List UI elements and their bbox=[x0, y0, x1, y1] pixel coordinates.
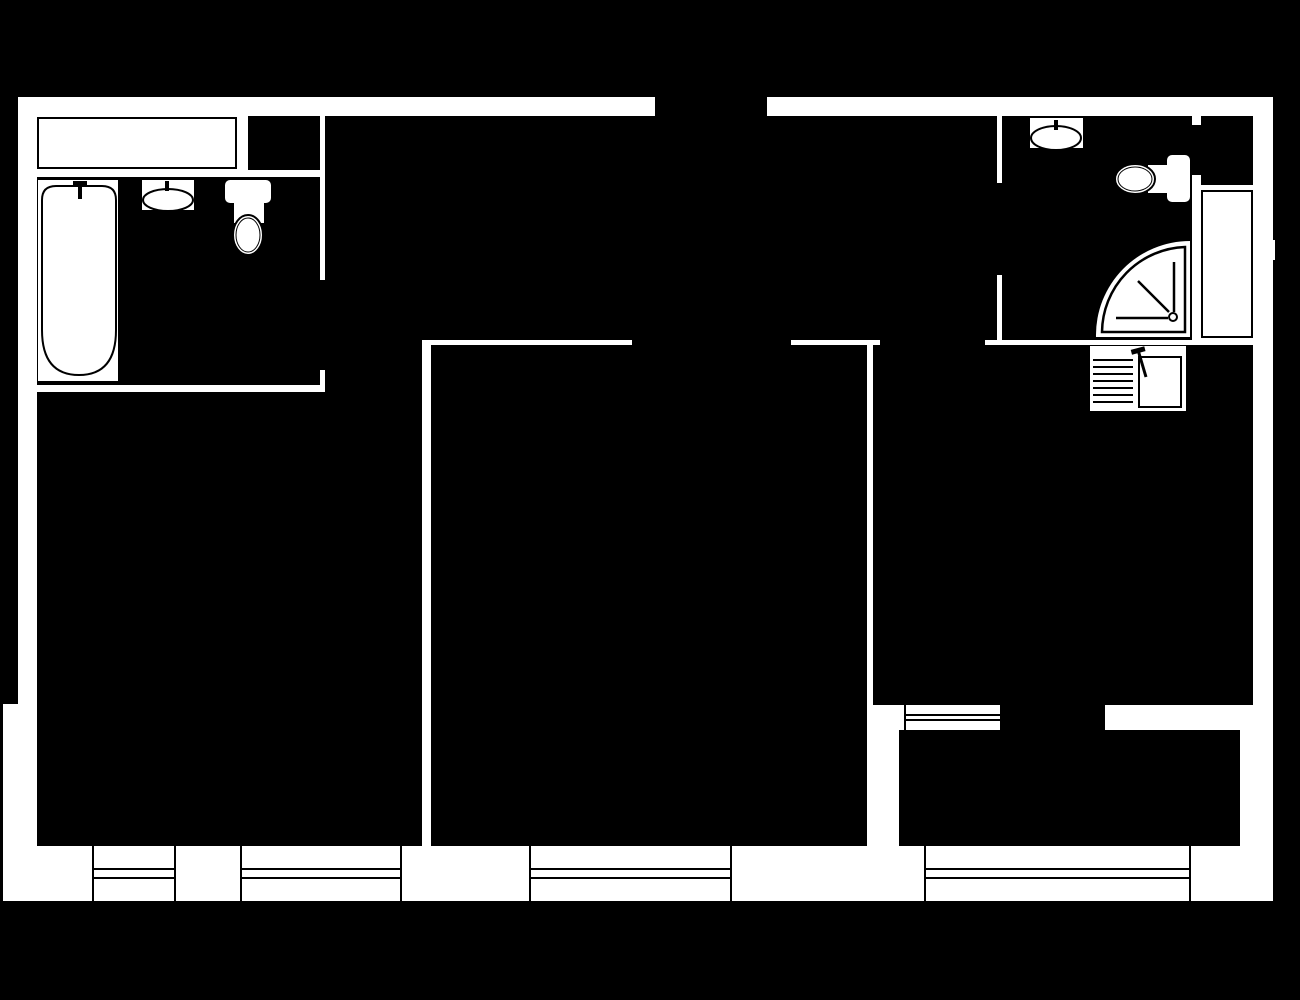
balcony-window bbox=[904, 705, 1000, 730]
toilet-icon bbox=[1114, 155, 1190, 202]
left-bathroom-door[interactable] bbox=[318, 280, 327, 370]
bathtub-icon bbox=[38, 180, 118, 381]
hall bbox=[325, 116, 997, 340]
sink-icon bbox=[142, 180, 194, 212]
right-bathroom-door[interactable] bbox=[995, 183, 1005, 275]
right-closet bbox=[1201, 116, 1253, 185]
windows bbox=[92, 705, 1191, 901]
middle-room bbox=[431, 345, 867, 846]
middle-room-door[interactable] bbox=[632, 338, 791, 348]
window bbox=[529, 846, 732, 901]
right-cabinet bbox=[1201, 190, 1253, 338]
kitchen-room-door[interactable] bbox=[880, 338, 985, 348]
window bbox=[92, 846, 176, 901]
balcony bbox=[899, 730, 1240, 846]
balcony-door[interactable] bbox=[1000, 703, 1105, 732]
window bbox=[924, 846, 1191, 901]
entrance-gap bbox=[655, 95, 767, 118]
window bbox=[240, 846, 402, 901]
right-closet-door[interactable] bbox=[1190, 125, 1203, 175]
left-closet bbox=[248, 116, 320, 170]
left-bedroom bbox=[37, 392, 422, 846]
kitchen-room bbox=[873, 345, 1253, 705]
hall-extension bbox=[325, 330, 422, 400]
shower-icon bbox=[1095, 241, 1190, 337]
toilet-icon bbox=[225, 180, 271, 256]
sink-icon bbox=[1030, 118, 1083, 151]
kitchen-sink-icon bbox=[1090, 346, 1186, 411]
left-cabinet bbox=[37, 117, 237, 169]
